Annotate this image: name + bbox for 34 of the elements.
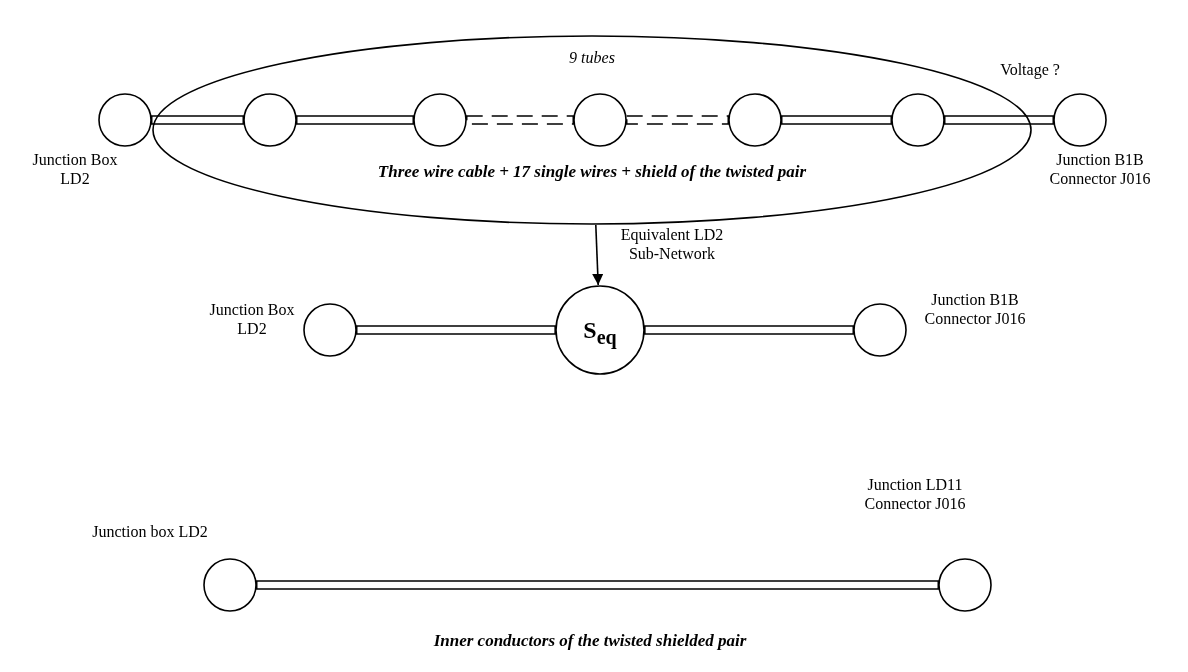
junction-circle xyxy=(413,93,467,147)
node-label: S$_{eq}$ xyxy=(582,316,618,349)
annotation-text: Voltage ? xyxy=(999,60,1061,80)
node-caption: Junction Box LD2 xyxy=(208,300,296,339)
node-caption: Junction box LD2 xyxy=(91,522,209,542)
tube-connector xyxy=(644,325,855,335)
tube-connector xyxy=(255,580,940,590)
tube-connector xyxy=(465,115,575,125)
arrow xyxy=(592,224,604,286)
junction-circle xyxy=(573,93,627,147)
junction-circle xyxy=(938,558,992,612)
junction-circle xyxy=(1053,93,1107,147)
junction-circle xyxy=(891,93,945,147)
edge-label: Inner conductors of the twisted shielded pair xyxy=(432,631,748,652)
node-caption: Junction B1B Connector J016 xyxy=(1048,150,1152,189)
junction-circle xyxy=(303,303,357,357)
junction-circle xyxy=(98,93,152,147)
tube-connector xyxy=(780,115,893,125)
tube-connector xyxy=(355,325,556,335)
tube-connector xyxy=(625,115,730,125)
node-caption: Junction Box LD2 xyxy=(31,150,119,189)
junction-circle xyxy=(243,93,297,147)
junction-circle xyxy=(853,303,907,357)
junction-circle xyxy=(728,93,782,147)
edge-label: Equivalent LD2 Sub-Network xyxy=(619,225,725,264)
node-caption: Junction B1B Connector J016 xyxy=(923,290,1027,329)
tube-connector xyxy=(943,115,1055,125)
tube-connector xyxy=(150,115,245,125)
junction-circle xyxy=(203,558,257,612)
cable-description: Three wire cable + 17 single wires + shield of the twisted pair xyxy=(376,162,808,183)
junction-circle xyxy=(555,285,645,375)
tube-count-text: 9 tubes xyxy=(568,48,616,68)
node-caption: Junction LD11 Connector J016 xyxy=(863,475,967,514)
tube-connector xyxy=(295,115,415,125)
